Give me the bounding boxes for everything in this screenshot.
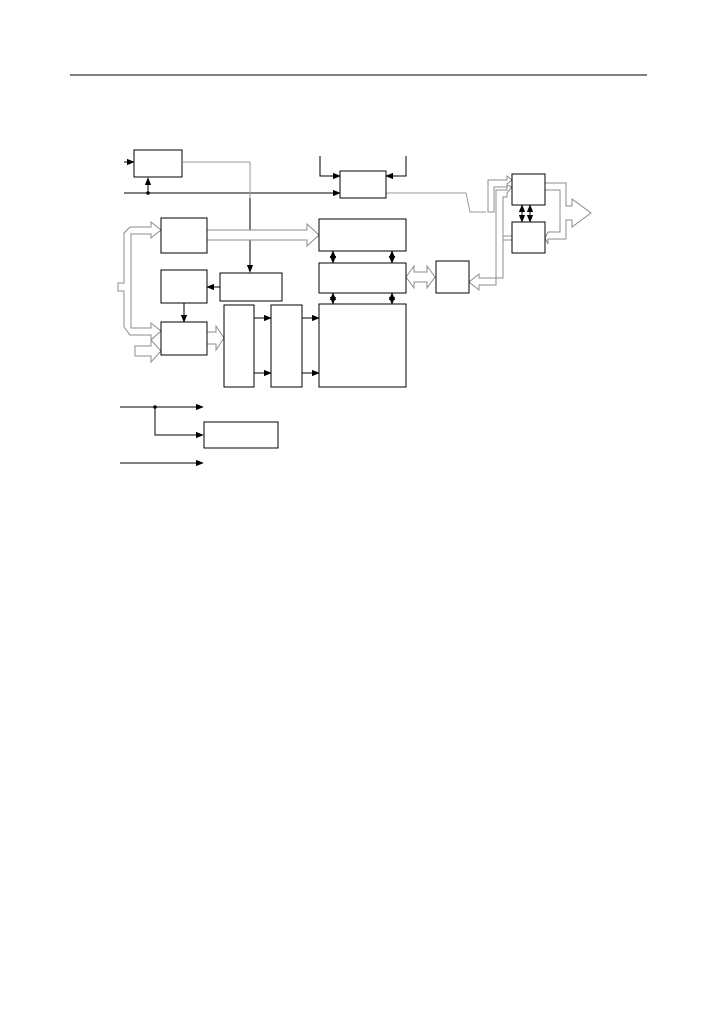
bus-arrow	[544, 182, 592, 245]
connection-line	[386, 192, 486, 213]
block-left-upper	[160, 217, 208, 254]
block-left-middle	[160, 269, 208, 304]
bus-arrow	[206, 222, 320, 248]
block-top-center	[339, 170, 387, 199]
bus-arrow	[117, 220, 162, 342]
bus-arrow	[206, 324, 225, 352]
block-legend	[203, 421, 279, 449]
block-tall-1	[223, 304, 255, 388]
block-right-lower	[511, 221, 546, 254]
signal-line	[319, 156, 341, 180]
bus-arrow	[487, 174, 513, 213]
bus-arrow	[405, 264, 436, 290]
block-center-small	[219, 272, 283, 302]
block-wide-middle	[318, 262, 407, 294]
block-wide-upper	[318, 218, 407, 252]
block-input-top-left	[133, 149, 183, 178]
connection-line	[183, 161, 251, 198]
block-left-lower	[160, 321, 208, 356]
block-interface	[435, 260, 470, 294]
block-right-upper	[511, 173, 546, 206]
signal-line	[385, 156, 407, 180]
block-large	[318, 303, 407, 388]
block-tall-2	[270, 304, 303, 388]
bus-arrow	[134, 338, 162, 364]
legend-arrow-line	[154, 407, 204, 439]
